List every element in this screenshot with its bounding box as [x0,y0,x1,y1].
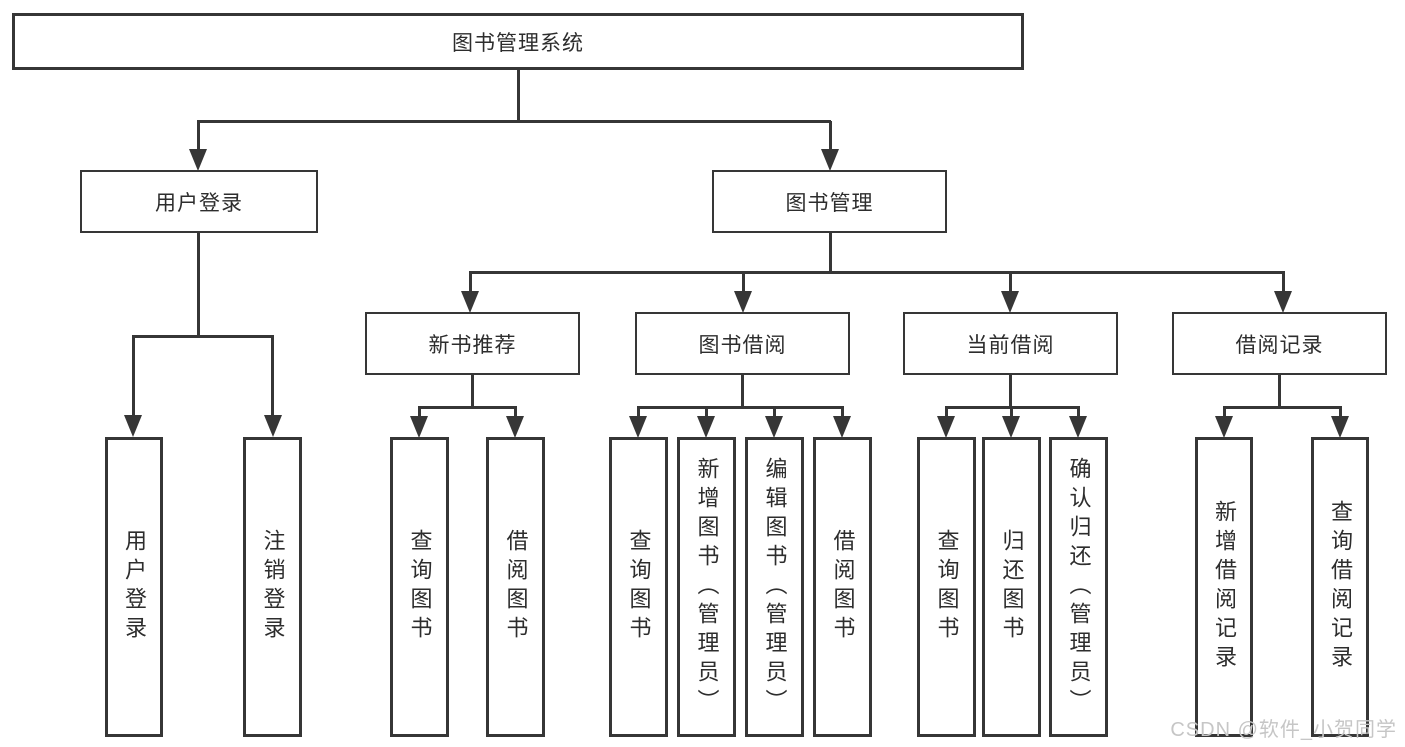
connector-user-login-stub [197,233,200,338]
connector-leaf-stem [514,407,517,419]
leaf-user-login-label: 用户登录 [122,529,147,645]
node-book-management: 图书管理 [712,170,947,233]
arrow-down-icon [765,416,783,438]
arrow-down-icon [410,416,428,438]
leaf-records-query-label: 查询借阅记录 [1328,500,1353,674]
arrow-down-icon [1001,291,1019,313]
connector-level3-bus [469,271,1285,274]
arrow-down-icon [1002,416,1020,438]
arrow-down-icon [189,149,207,171]
leaf-current-query: 查询图书 [917,437,976,737]
arrow-down-icon [833,416,851,438]
arrow-down-icon [506,416,524,438]
arrow-down-icon [1069,416,1087,438]
arrow-down-icon [264,415,282,437]
leaf-newbooks-query: 查询图书 [390,437,449,737]
connector-leaf-stem [705,407,708,419]
connector-user-login-bus [132,335,274,338]
connector-to-current-borrow [1009,272,1012,293]
connector-to-new-book-recommend [469,272,472,293]
arrow-down-icon [697,416,715,438]
leaf-current-query-label: 查询图书 [934,529,960,645]
node-book-management-label: 图书管理 [785,191,874,215]
node-new-book-recommend: 新书推荐 [365,312,580,375]
connector-leaf-stem [1077,407,1080,419]
leaf-newbooks-borrow: 借阅图书 [486,437,545,737]
connector-to-leaf-user-login [132,336,135,415]
csdn-watermark: CSDN @软件_小贺同学 [1170,719,1397,741]
leaf-logout-label: 注销登录 [260,529,286,645]
node-root-label: 图书管理系统 [452,31,584,55]
connector-to-user-login [197,121,200,150]
connector-leaf-stem [637,407,640,419]
leaf-user-login: 用户登录 [105,437,163,737]
leaf-current-confirm-return: 确认归还（管理员） [1049,437,1108,737]
connector-borrow-records-bus [1223,406,1342,409]
connector-leaf-stem [841,407,844,419]
connector-to-leaf-logout [271,336,274,415]
node-borrow-records-label: 借阅记录 [1235,333,1324,357]
leaf-borrow-query: 查询图书 [609,437,668,737]
leaf-borrow-edit-label: 编辑图书（管理员） [762,456,788,718]
arrow-down-icon [734,291,752,313]
node-current-borrow: 当前借阅 [903,312,1118,375]
leaf-records-add-label: 新增借阅记录 [1212,500,1237,674]
leaf-records-add: 新增借阅记录 [1195,437,1253,737]
arrow-down-icon [1331,416,1349,438]
leaf-newbooks-borrow-label: 借阅图书 [503,529,529,645]
connector-new-book-bus [418,406,517,409]
connector-leaf-stem [418,407,421,419]
leaf-borrow-add-label: 新增图书（管理员） [694,456,720,718]
node-user-login-label: 用户登录 [155,191,243,215]
leaf-borrow-add: 新增图书（管理员） [677,437,736,737]
node-book-borrow-label: 图书借阅 [698,333,787,357]
leaf-newbooks-query-label: 查询图书 [407,529,433,645]
node-book-borrow: 图书借阅 [635,312,850,375]
leaf-borrow-edit: 编辑图书（管理员） [745,437,804,737]
connector-new-book-stub [471,375,474,408]
arrow-down-icon [1215,416,1233,438]
connector-book-management-stub [829,233,832,274]
connector-root-stub [517,70,520,123]
connector-level2-bus [197,120,831,123]
connector-leaf-stem [1223,407,1226,419]
arrow-down-icon [821,149,839,171]
leaf-current-return-label: 归还图书 [999,529,1025,645]
connector-leaf-stem [773,407,776,419]
node-current-borrow-label: 当前借阅 [966,333,1055,357]
leaf-records-query: 查询借阅记录 [1311,437,1369,737]
node-new-book-recommend-label: 新书推荐 [428,333,517,357]
connector-leaf-stem [1339,407,1342,419]
connector-book-borrow-stub [741,375,744,408]
connector-to-borrow-records [1282,272,1285,293]
connector-to-book-management [829,121,832,150]
connector-to-book-borrow [742,272,745,293]
arrow-down-icon [461,291,479,313]
arrow-down-icon [937,416,955,438]
arrow-down-icon [124,415,142,437]
leaf-borrow-query-label: 查询图书 [626,529,652,645]
connector-leaf-stem [945,407,948,419]
arrow-down-icon [1274,291,1292,313]
connector-leaf-stem [1010,407,1013,419]
node-root: 图书管理系统 [12,13,1024,70]
connector-borrow-records-stub [1278,375,1281,408]
leaf-current-confirm-return-label: 确认归还（管理员） [1066,456,1092,718]
node-user-login: 用户登录 [80,170,318,233]
leaf-logout: 注销登录 [243,437,302,737]
arrow-down-icon [629,416,647,438]
leaf-borrow-borrow: 借阅图书 [813,437,872,737]
leaf-borrow-borrow-label: 借阅图书 [830,529,856,645]
connector-book-borrow-bus [637,406,844,409]
leaf-current-return: 归还图书 [982,437,1041,737]
node-borrow-records: 借阅记录 [1172,312,1387,375]
connector-current-borrow-stub [1009,375,1012,408]
